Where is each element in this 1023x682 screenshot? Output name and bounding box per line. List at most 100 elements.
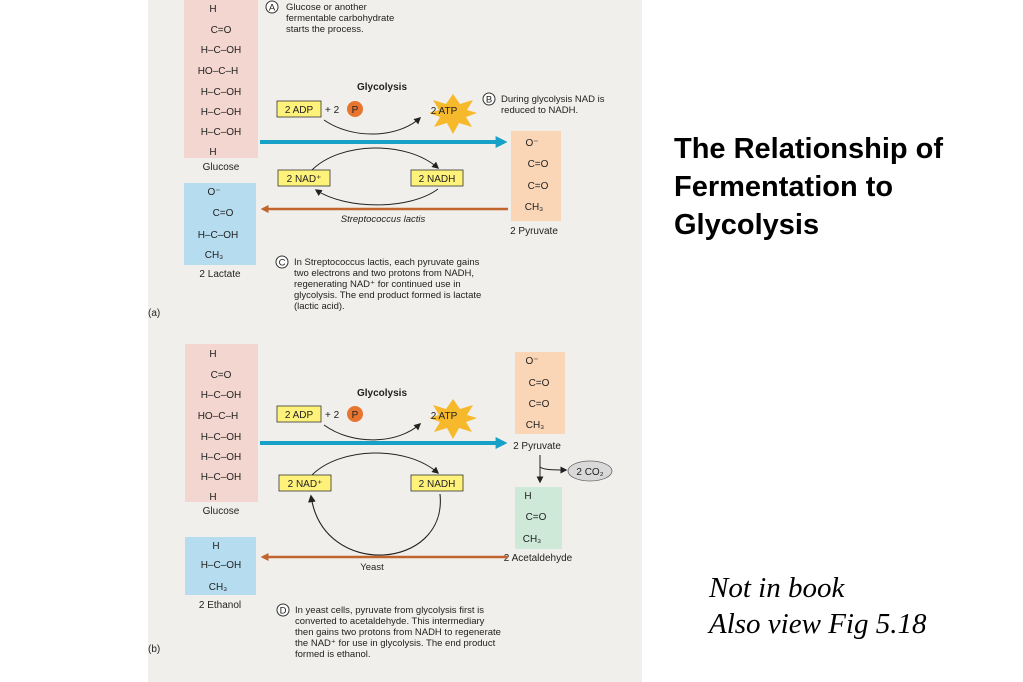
slide-title-line: The Relationship of [674, 133, 944, 165]
acetaldehyde-line: H [524, 491, 531, 502]
step-c-line: glycolysis. The end product formed is la… [294, 290, 481, 301]
step-c-line: regenerating NAD⁺ for continued use in [294, 279, 461, 290]
adp-box-b [276, 405, 322, 423]
co2-release-arrow [539, 466, 568, 474]
slide-note-line: Not in book [709, 572, 845, 604]
lactate-line: C=O [213, 208, 234, 219]
slide-title: The Relationship of Fermentation to Glyc… [674, 130, 1019, 244]
step-d-line: the NAD⁺ for use in glycolysis. The end … [295, 638, 496, 649]
ethanol-line: CH₃ [209, 582, 228, 593]
atp-formation-arrow-b [323, 423, 422, 441]
step-c-line: In Streptococcus lactis, each pyruvate g… [294, 257, 480, 268]
glycolysis-label-b: Glycolysis [357, 388, 407, 399]
glucose-box-b [185, 344, 258, 502]
lactate-line: O⁻ [207, 187, 220, 198]
lactate-line: CH₃ [205, 250, 224, 261]
ethanol-box [185, 537, 256, 595]
glucose-b-line: H [209, 492, 216, 503]
pyruvate-a-line: CH₃ [525, 202, 544, 213]
glucose-a-line: H–C–OH [201, 45, 242, 56]
panel-b: H C=O H–C–OH HO–C–H H–C–OH H–C–OH H–C–OH… [148, 344, 613, 660]
step-a-marker [265, 0, 279, 14]
atp-star-a [429, 94, 477, 134]
nadh-oxidation-loop-b [308, 493, 441, 556]
co2-label: 2 CO₂ [576, 467, 603, 478]
pyruvate-a-line: O⁻ [525, 138, 538, 149]
organism-label-a: Streptococcus lactis [341, 214, 426, 225]
step-d-line: In yeast cells, pyruvate from glycolysis… [295, 605, 484, 616]
fermentation-figure: H C=O H–C–OH HO–C–H H–C–OH H–C–OH H–C–OH… [148, 0, 642, 682]
glucose-label-b: Glucose [203, 506, 240, 517]
step-c-line: (lactic acid). [294, 301, 345, 312]
panel-a: H C=O H–C–OH HO–C–H H–C–OH H–C–OH H–C–OH… [148, 0, 605, 319]
adp-box-a [276, 100, 322, 118]
slide-title-line: Glycolysis [674, 209, 820, 241]
step-a-letter: A [269, 3, 276, 14]
glucose-a-line: H–C–OH [201, 87, 242, 98]
glucose-box-a [184, 0, 258, 158]
nad-label-a: 2 NAD⁺ [287, 174, 322, 185]
pyruvate-b-line: C=O [529, 399, 550, 410]
glucose-b-line: H–C–OH [201, 472, 242, 483]
nad-reduction-arc-b [311, 452, 440, 476]
pyruvate-a-line: C=O [528, 159, 549, 170]
atp-formation-arrow-a [323, 117, 422, 135]
ethanol-structure: H H–C–OH CH₃ [201, 541, 242, 593]
glucose-a-line: C=O [211, 25, 232, 36]
nad-reduction-arc-a [311, 147, 440, 171]
lactate-structure: O⁻ C=O H–C–OH CH₃ [198, 187, 239, 261]
step-d-line: then gains two protons from NADH to rege… [295, 627, 501, 638]
slide-note: Not in book Also view Fig 5.18 [709, 570, 926, 642]
pyruvate-b-line: O⁻ [525, 356, 538, 367]
pyruvate-b-line: C=O [529, 378, 550, 389]
plus-two-a: + 2 [325, 105, 340, 116]
acetaldehyde-box [515, 487, 562, 549]
glucose-b-line: C=O [211, 370, 232, 381]
pyruvate-a-line: C=O [528, 181, 549, 192]
nad-box-a [277, 169, 331, 187]
step-b-caption: During glycolysis NAD is reduced to NADH… [501, 94, 605, 116]
ethanol-label: 2 Ethanol [199, 600, 241, 611]
organism-label-b: Yeast [360, 562, 384, 573]
ethanol-line: H [212, 541, 219, 552]
glucose-a-line: H [209, 4, 216, 15]
acetaldehyde-line: CH₃ [523, 534, 542, 545]
nadh-label-b: 2 NADH [419, 479, 456, 490]
acetaldehyde-line: C=O [526, 512, 547, 523]
nadh-box-b [410, 474, 464, 492]
glucose-structure-a: H C=O H–C–OH HO–C–H H–C–OH H–C–OH H–C–OH… [198, 4, 242, 158]
slide-note-line: Also view Fig 5.18 [709, 608, 927, 640]
lactate-line: H–C–OH [198, 230, 239, 241]
acetaldehyde-structure: H C=O CH₃ [523, 491, 547, 545]
glucose-a-line: H–C–OH [201, 127, 242, 138]
acetaldehyde-label: 2 Acetaldehyde [504, 553, 573, 564]
glycolysis-label-a: Glycolysis [357, 82, 407, 93]
step-d-line: formed is ethanol. [295, 649, 371, 660]
step-a-line: starts the process. [286, 24, 364, 35]
glucose-b-line: H–C–OH [201, 432, 242, 443]
step-d-caption: In yeast cells, pyruvate from glycolysis… [295, 605, 501, 660]
atp-label-b: 2 ATP [431, 411, 458, 422]
phosphate-icon-b [347, 406, 363, 422]
step-a-caption: Glucose or another fermentable carbohydr… [286, 2, 394, 35]
step-a-line: fermentable carbohydrate [286, 13, 394, 24]
step-c-marker [275, 255, 289, 269]
step-a-line: Glucose or another [286, 2, 367, 13]
step-d-line: converted to acetaldehyde. This intermed… [295, 616, 485, 627]
atp-label-a: 2 ATP [431, 106, 458, 117]
step-b-line: reduced to NADH. [501, 105, 578, 116]
phosphate-label-a: P [352, 105, 359, 116]
nadh-box-a [410, 169, 464, 187]
nadh-oxidation-arc-a [314, 188, 439, 206]
step-c-line: two electrons and two protons from NADH, [294, 268, 474, 279]
glucose-structure-b: H C=O H–C–OH HO–C–H H–C–OH H–C–OH H–C–OH… [198, 349, 242, 503]
pyruvate-box-a [511, 131, 561, 221]
co2-oval [567, 460, 613, 482]
lactate-label: 2 Lactate [199, 269, 241, 280]
step-b-line: During glycolysis NAD is [501, 94, 605, 105]
atp-star-b [429, 399, 477, 439]
panel-a-letter: (a) [148, 308, 160, 319]
pyruvate-b-line: CH₃ [526, 420, 545, 431]
adp-label-a: 2 ADP [285, 105, 314, 116]
pyruvate-label-a: 2 Pyruvate [510, 226, 558, 237]
